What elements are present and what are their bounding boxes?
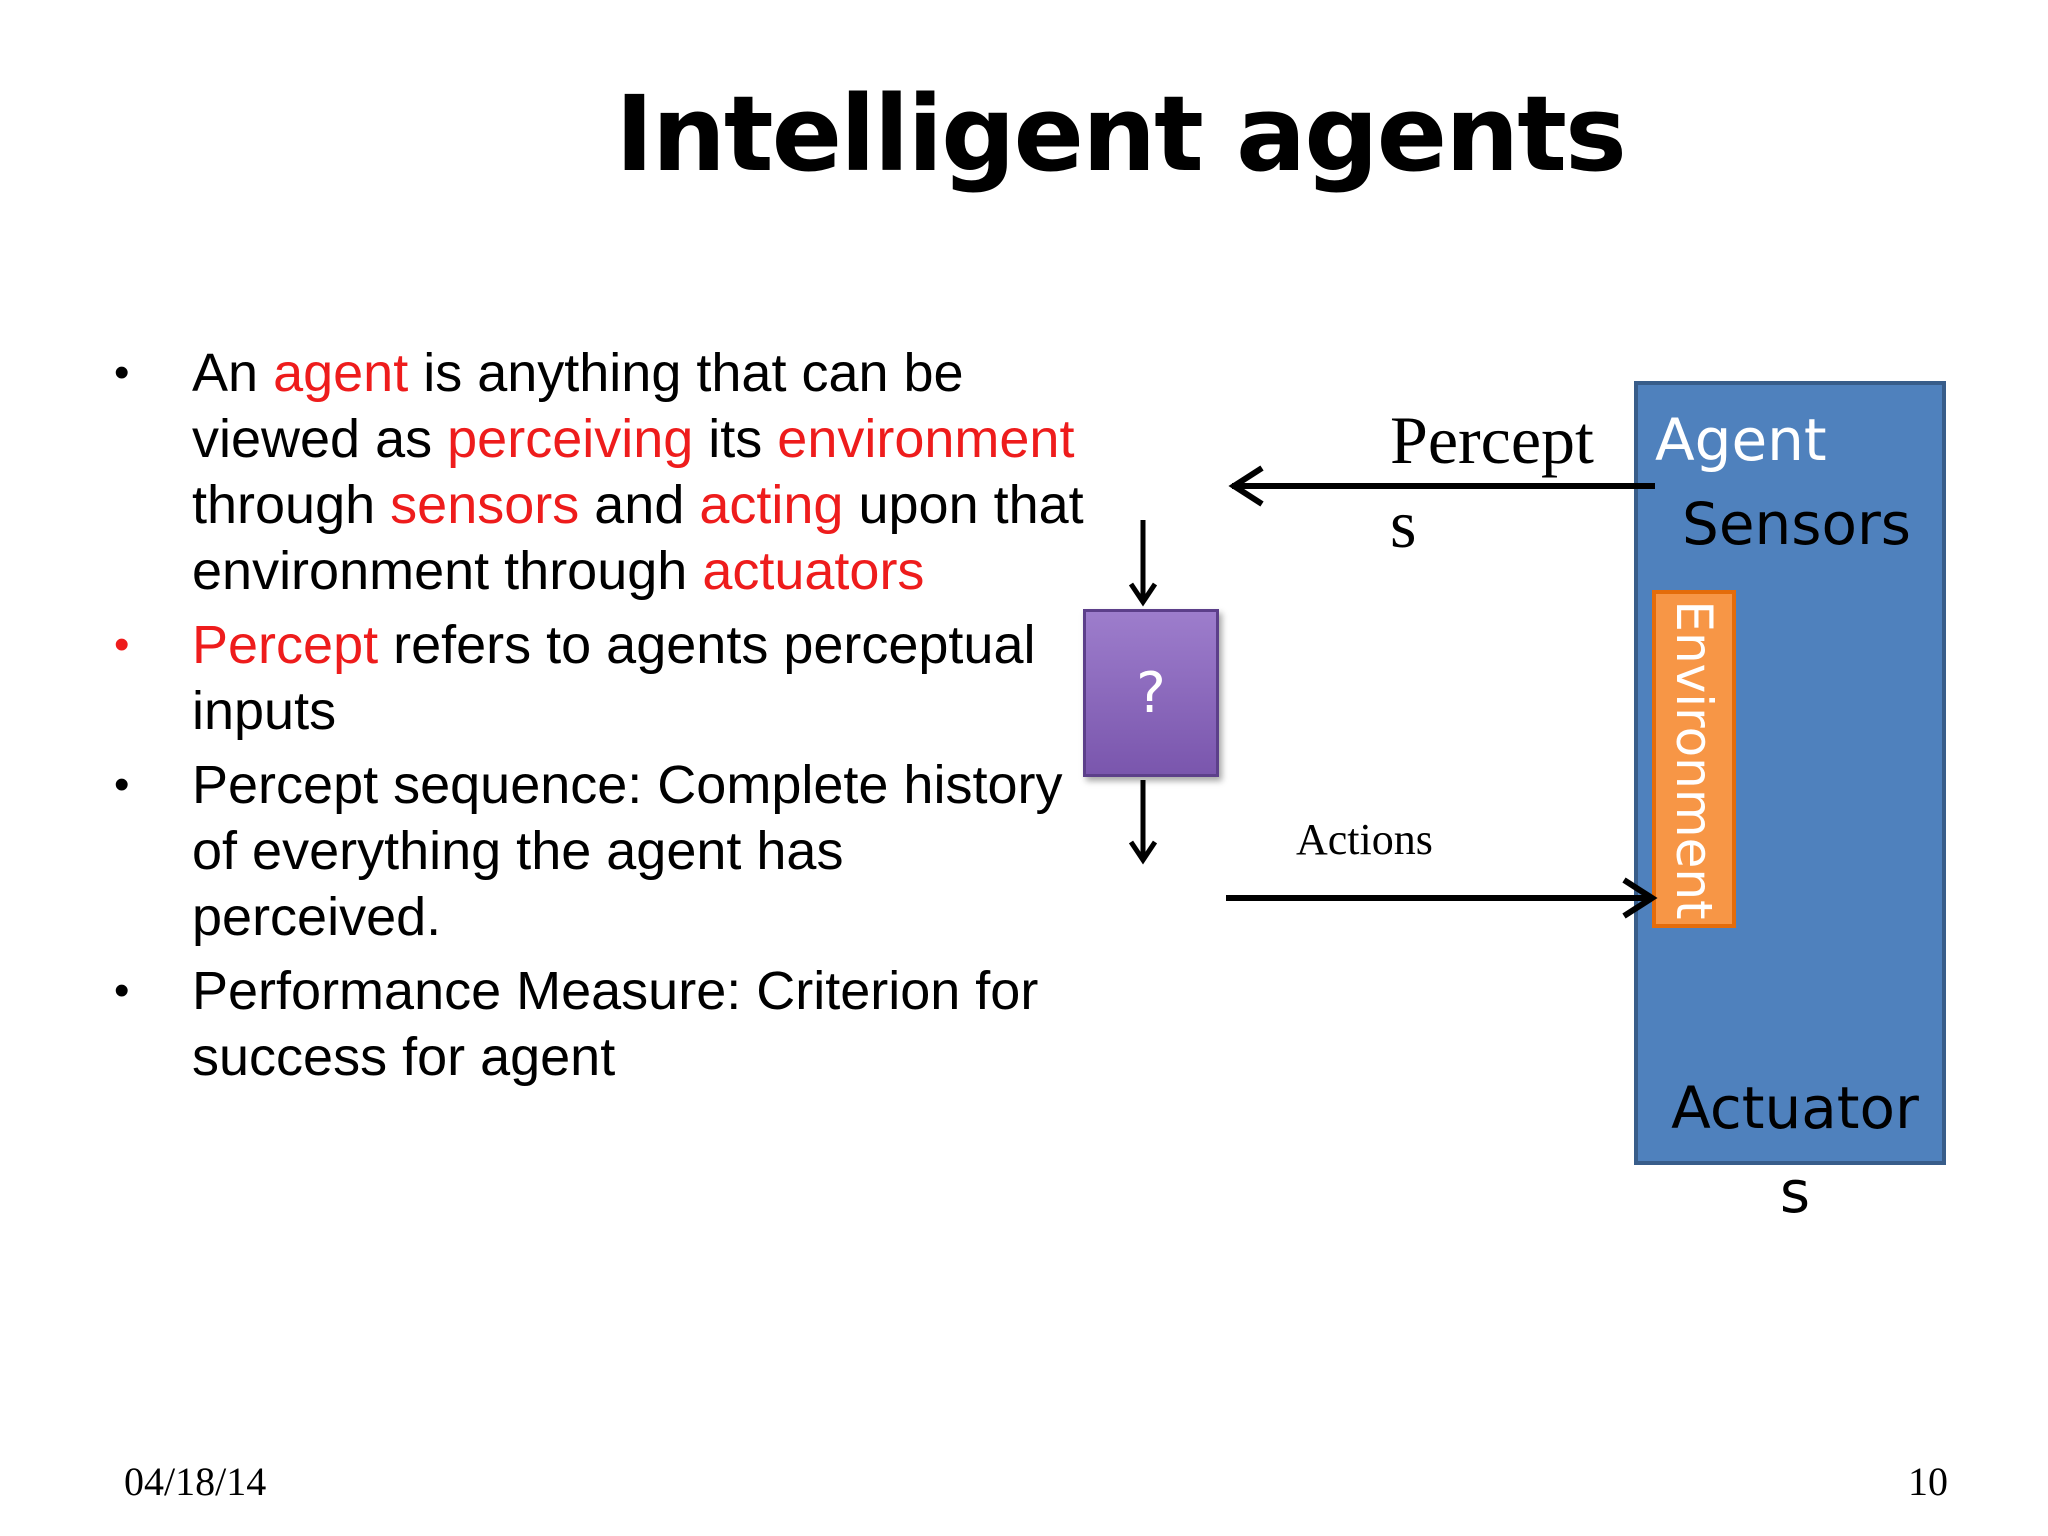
bullet-text: through [192, 475, 391, 535]
bullet-dot-icon: • [114, 348, 130, 397]
output-arrowhead [1128, 840, 1158, 865]
highlighted-term: acting [699, 475, 844, 535]
slide-title: Intelligent agents [615, 73, 1627, 195]
bullet-text: upon that environment through [192, 475, 1084, 601]
bullet-list: • An agent is anything that can be viewed… [110, 340, 1090, 1098]
highlighted-term: actuators [702, 541, 925, 601]
bullet-text: and [579, 475, 700, 535]
environment-label: Environment [1665, 600, 1723, 920]
bullet-text: its [693, 409, 778, 469]
footer-date: 04/18/14 [124, 1459, 267, 1504]
highlighted-term: Percept [192, 615, 379, 675]
environment-box [1652, 590, 1736, 928]
bullet-text: Performance Measure: Criterion for succe… [192, 961, 1039, 1087]
page-number: 10 [1908, 1459, 1948, 1504]
agent-label: Agent [1655, 406, 1827, 474]
bullet-item: • Percept refers to agents perceptual inp… [110, 612, 1090, 744]
bullet-text: is anything that can be viewed as [192, 343, 964, 469]
input-arrowhead [1128, 582, 1158, 607]
question-box: ? [1083, 609, 1219, 777]
bullet-dot-icon: • [114, 620, 130, 669]
bullet-dot-icon: • [114, 966, 130, 1015]
highlighted-term: sensors [390, 475, 580, 535]
highlighted-term: perceiving [447, 409, 694, 469]
question-label: ? [1136, 660, 1166, 726]
sensors-label: Sensors [1682, 490, 1912, 558]
bullet-item: • An agent is anything that can be viewed… [110, 340, 1090, 604]
highlighted-term: environment [777, 409, 1075, 469]
bullet-item: • Percept sequence: Complete history of e… [110, 752, 1090, 950]
bullet-text: An [192, 343, 274, 403]
agent-box [1634, 381, 1946, 1165]
actuators-label: Actuators [1671, 1074, 1919, 1226]
actions-label: Actions [1296, 815, 1433, 864]
bullet-dot-icon: • [114, 760, 130, 809]
highlighted-term: agent [273, 343, 409, 403]
percepts-label: Percepts [1390, 402, 1594, 562]
bullet-text: refers to agents perceptual inputs [192, 615, 1036, 741]
bullet-item: • Performance Measure: Criterion for succ… [110, 958, 1090, 1090]
percepts-arrowhead [1228, 465, 1264, 507]
bullet-text: Percept sequence: Complete history of ev… [192, 755, 1063, 947]
